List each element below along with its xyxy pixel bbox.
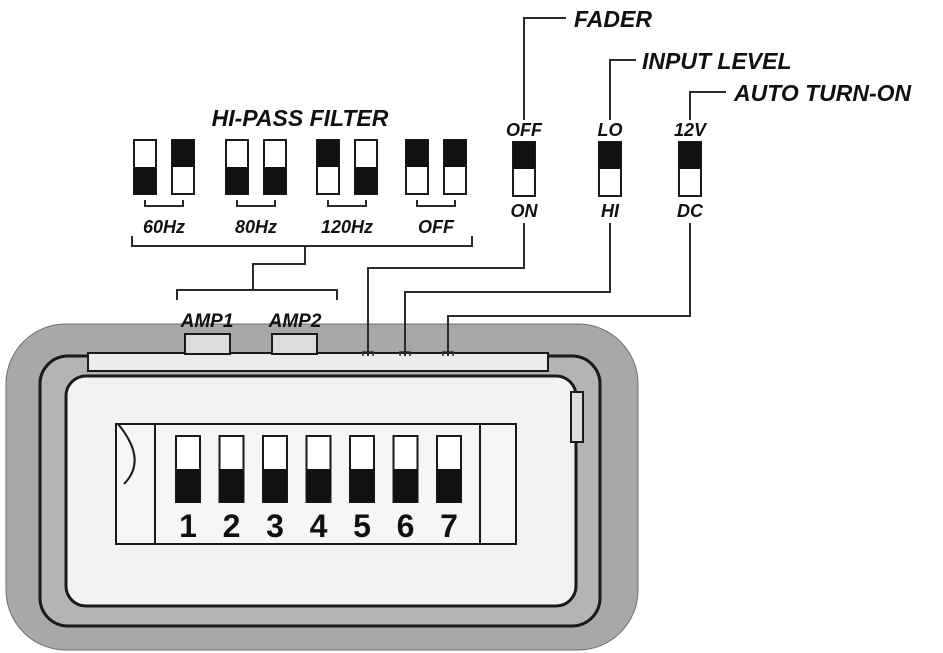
dip-switch-1[interactable] xyxy=(175,435,201,503)
dip-block-curve xyxy=(117,423,136,485)
hpf-1-pair-bracket xyxy=(236,200,276,207)
amp2-button[interactable] xyxy=(271,333,318,355)
auto-turn-on-switch[interactable] xyxy=(678,141,702,197)
input-level-label: INPUT LEVEL xyxy=(642,48,792,74)
hpf-brace xyxy=(131,236,473,247)
hi-pass-filter-switches: 60Hz 80Hz 120Hz OFF xyxy=(133,139,467,237)
fader-label: FADER xyxy=(574,6,652,32)
hpf-3-switch-b-knob xyxy=(444,140,466,167)
auto-turn-on-switch-knob xyxy=(679,142,701,169)
hpf-3-switch-b[interactable] xyxy=(443,139,467,195)
dip-switch-5-number: 5 xyxy=(353,508,371,544)
hpf-1-switch-a[interactable] xyxy=(225,139,249,195)
hpf-1-switch-b[interactable] xyxy=(263,139,287,195)
hpf-2-label: 120Hz xyxy=(321,217,373,237)
dip-switch-5[interactable] xyxy=(349,435,375,503)
hpf-1-switch-a-knob xyxy=(226,167,248,194)
auto-turn-on-leader-pin xyxy=(442,351,454,356)
dip-switch-2-knob xyxy=(219,469,244,502)
auto-turn-on-bottom-label: DC xyxy=(677,201,704,221)
hpf-to-amp-connector xyxy=(252,246,306,282)
dip-switch-7[interactable] xyxy=(436,435,462,503)
fader-callout xyxy=(523,17,566,120)
input-level-leader-pin xyxy=(399,351,411,356)
dip-switch-6[interactable] xyxy=(392,435,419,503)
auto-turn-on-callout xyxy=(689,91,726,120)
single-setting-switches: OFF ON LO HI 12V DC xyxy=(506,120,708,221)
input-level-top-label: LO xyxy=(598,120,623,140)
input-level-switch-knob xyxy=(599,142,621,169)
dip-switch-4-number: 4 xyxy=(310,508,328,544)
fader-switch[interactable] xyxy=(512,141,536,197)
housing-top-rail xyxy=(87,352,549,372)
dip-switch-7-number: 7 xyxy=(440,508,458,544)
input-level-switch[interactable] xyxy=(598,141,622,197)
dip-switch-5-knob xyxy=(350,469,374,502)
dip-switch-1-number: 1 xyxy=(179,508,197,544)
fader-bottom-label: ON xyxy=(511,201,539,221)
amp2-label: AMP2 xyxy=(268,311,322,332)
hpf-0-pair-bracket xyxy=(144,200,184,207)
fader-leader xyxy=(367,223,525,356)
hpf-0-switch-a-knob xyxy=(134,167,156,194)
auto-turn-on-label: AUTO TURN-ON xyxy=(733,80,912,106)
hpf-0-switch-a[interactable] xyxy=(133,139,157,195)
amp1-label: AMP1 xyxy=(180,311,234,332)
hpf-3-switch-a[interactable] xyxy=(405,139,429,195)
dip-switch-6-number: 6 xyxy=(397,508,415,544)
dip-switch-3-knob xyxy=(263,469,287,502)
input-level-leader xyxy=(404,223,611,356)
hpf-0-switch-b-knob xyxy=(172,140,194,167)
input-level-callout xyxy=(609,59,636,120)
housing-right-tab xyxy=(570,391,584,443)
hpf-0-switch-b[interactable] xyxy=(171,139,195,195)
dip-switch-3-number: 3 xyxy=(266,508,284,544)
fader-switch-knob xyxy=(513,142,535,169)
dip-switch-1-knob xyxy=(176,469,200,502)
dip-switch-4-knob xyxy=(306,469,331,502)
amp1-button[interactable] xyxy=(184,333,231,355)
hpf-1-switch-b-knob xyxy=(264,167,286,194)
auto-turn-on-top-label: 12V xyxy=(674,120,708,140)
dip-switch-2-number: 2 xyxy=(223,508,241,544)
input-level-bottom-label: HI xyxy=(601,201,620,221)
dip-switch-4[interactable] xyxy=(305,435,332,503)
auto-turn-on-leader xyxy=(447,223,691,356)
dip-switch-6-knob xyxy=(393,469,418,502)
hpf-1-label: 80Hz xyxy=(235,217,277,237)
amp-brace xyxy=(176,289,338,300)
fader-leader-pin xyxy=(362,351,374,356)
hpf-2-pair-bracket xyxy=(327,200,367,207)
hpf-3-switch-a-knob xyxy=(406,140,428,167)
dip-switch-7-knob xyxy=(437,469,461,502)
fader-top-label: OFF xyxy=(506,120,543,140)
hpf-3-label: OFF xyxy=(418,217,455,237)
hpf-2-switch-a-knob xyxy=(317,140,339,167)
hi-pass-filter-label: HI-PASS FILTER xyxy=(212,105,389,131)
hpf-2-switch-b-knob xyxy=(355,167,377,194)
hpf-2-switch-a[interactable] xyxy=(316,139,340,195)
dip-switch-3[interactable] xyxy=(262,435,288,503)
hpf-3-pair-bracket xyxy=(416,200,456,207)
hpf-0-label: 60Hz xyxy=(143,217,185,237)
dip-switch-2[interactable] xyxy=(218,435,245,503)
hpf-2-switch-b[interactable] xyxy=(354,139,378,195)
